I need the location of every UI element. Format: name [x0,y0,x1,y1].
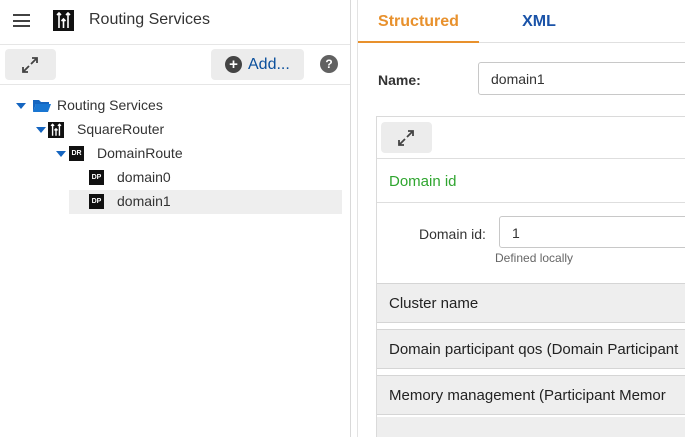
tree-item-squarerouter[interactable]: SquareRouter [33,118,343,142]
name-input[interactable]: domain1 [478,62,685,95]
routing-service-logo-icon [53,10,74,31]
tab-structured[interactable]: Structured [358,0,479,43]
section-cluster-name[interactable]: Cluster name [377,283,685,323]
caret-down-icon[interactable] [16,103,26,109]
domain-id-label: Domain id: [419,226,486,242]
folder-open-icon [33,100,51,112]
section-label: Domain participant qos (Domain Participa… [389,341,679,358]
dr-icon: DR [69,146,84,161]
section-label: Memory management (Participant Memor [389,387,666,404]
plus-circle-icon: + [225,56,242,73]
tree-item-label: DomainRoute [97,145,183,161]
routing-service-icon [48,122,64,138]
tree-toolbar: + Add... ? [0,44,350,85]
tree-item-label: Routing Services [57,97,163,113]
editor-tabs: Structured XML [358,0,685,43]
name-label: Name: [378,72,421,88]
tree-item-domain1[interactable]: DP domain1 [69,190,342,214]
add-button[interactable]: + Add... [211,49,304,80]
tree-item-label: domain0 [117,169,171,185]
section-title-domain-id: Domain id [389,173,457,190]
expand-sections-button[interactable] [381,122,432,153]
caret-down-icon[interactable] [36,127,46,133]
expand-all-button[interactable] [5,49,56,80]
tree-item-domainroute[interactable]: DR DomainRoute [53,142,343,166]
pane-divider[interactable] [350,0,351,437]
pane-divider-inner [357,0,358,437]
expand-arrows-icon [398,130,414,146]
menu-icon[interactable] [13,14,30,27]
section-divider [377,158,685,159]
dp-icon: DP [89,194,104,209]
tab-xml[interactable]: XML [522,13,556,30]
tree-item-domain0[interactable]: DP domain0 [69,166,342,190]
dp-icon: DP [89,170,104,185]
panel-footer [377,417,685,437]
add-button-label: Add... [248,56,290,73]
navigation-pane: Routing Services + Add... ? Routing Serv… [0,0,350,214]
domain-id-input[interactable]: 1 [499,216,685,248]
tree-item-label: domain1 [117,193,171,209]
section-domain-participant-qos[interactable]: Domain participant qos (Domain Participa… [377,329,685,369]
app-title: Routing Services [89,11,210,28]
caret-down-icon[interactable] [56,151,66,157]
tree-item-routing-services[interactable]: Routing Services [13,94,343,118]
question-circle-icon[interactable]: ? [320,55,338,73]
section-divider [377,202,685,203]
expand-arrows-icon [22,57,38,73]
app-header: Routing Services [0,0,350,42]
tree-item-label: SquareRouter [77,121,165,137]
domain-id-hint: Defined locally [495,251,574,265]
section-label: Cluster name [389,295,479,312]
section-memory-management[interactable]: Memory management (Participant Memor [377,375,685,415]
